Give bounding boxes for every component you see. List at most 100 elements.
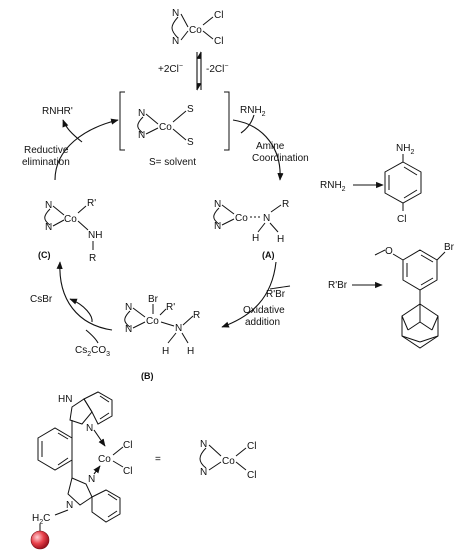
atom-n: N: [200, 467, 207, 478]
double-bond: [107, 510, 118, 518]
adamantyl-aryl-bromide-structure: Br O: [374, 242, 455, 349]
supported-catalyst-structure: HN N Co Cl Cl N N H2C: [30, 391, 132, 550]
atom-cl: Cl: [214, 36, 223, 47]
dative-arrow-lower: [93, 465, 101, 475]
reagent-rbr-mid: R'Br: [266, 289, 286, 300]
atom-cl: Cl: [214, 10, 223, 21]
double-bond: [57, 432, 69, 440]
co-cl-bond: [235, 461, 247, 471]
chloroaniline-structure: NH2 Cl: [384, 143, 422, 225]
atom-n: N: [88, 474, 95, 485]
atom-n: N: [200, 439, 207, 450]
o-methyl-bond: [374, 249, 386, 256]
atom-r: R: [282, 199, 289, 210]
atom-n: N: [138, 108, 145, 119]
chelate-arc: [44, 208, 51, 226]
atom-n: N: [263, 213, 270, 224]
imidazole-ring-lower: [67, 477, 93, 506]
n-h-bond: [181, 332, 189, 344]
atom-n: N: [66, 500, 73, 511]
compound-label-b: (B): [141, 371, 154, 381]
atom-br: Br: [148, 294, 159, 305]
reductive-elimination-label-1: Reductive: [24, 145, 69, 156]
chelate-arc: [199, 447, 207, 469]
atom-o: O: [385, 246, 393, 257]
atom-n: N: [172, 8, 179, 19]
solvent-note: S= solvent: [149, 157, 196, 168]
cycle-arrow-base: [56, 261, 113, 331]
oxidative-addition-label-1: Oxidative: [243, 305, 285, 316]
atom-nh2: NH2: [396, 143, 414, 156]
simplified-cocl2: N N Co Cl Cl: [199, 439, 256, 481]
atom-h: H: [162, 346, 169, 357]
c-br-bond: [436, 251, 446, 261]
n-co-bond: [221, 204, 235, 215]
atom-n: N: [214, 199, 221, 210]
reagent-rbr-right: R'Br: [328, 280, 348, 291]
n-co-bond: [208, 444, 222, 457]
remove-chloride-label: -2Cl−: [206, 63, 228, 75]
cage-bond: [401, 335, 421, 343]
atom-s: S: [187, 137, 194, 148]
atom-nh: NH: [88, 230, 102, 241]
atom-co: Co: [146, 316, 159, 327]
precatalyst-cocl2: N N Co Cl Cl: [171, 8, 223, 47]
double-bond: [420, 254, 434, 263]
atom-r: R: [193, 310, 200, 321]
add-chloride-label: +2Cl−: [158, 63, 183, 75]
polymer-support-bead-icon: [30, 530, 50, 550]
n-co-bond: [180, 13, 189, 28]
double-bond: [403, 189, 418, 199]
n-h-bond: [269, 222, 279, 233]
solvated-complex: N N Co S S: [119, 91, 230, 151]
bracket-left: [119, 91, 125, 151]
amine-coordination-label-1: Amine: [256, 141, 285, 152]
cycle-arrow-amine-coordination: [232, 119, 284, 181]
dative-arrow-upper: [93, 429, 106, 447]
rnh2-definition: RNH2 NH2 Cl: [320, 143, 422, 225]
reagent-in-rnh2: [240, 114, 255, 134]
cage-bond: [401, 315, 409, 331]
rbr-definition: R'Br Br O: [328, 242, 455, 349]
double-bond: [403, 166, 418, 176]
atom-r-prime: R': [87, 198, 96, 209]
n-co-bond: [145, 127, 159, 135]
byproduct-csbr: CsBr: [30, 294, 53, 305]
cage-bond: [407, 321, 421, 331]
n-r-bond: [270, 204, 282, 213]
co-cl-bond: [202, 30, 214, 40]
chelate-arc: [213, 207, 220, 225]
atom-r: R: [89, 253, 96, 264]
atom-cl: Cl: [123, 440, 132, 451]
imidazole-ring-upper: [69, 398, 93, 425]
n-r-bond: [182, 315, 194, 326]
oxidative-addition-label-2: addition: [245, 317, 280, 328]
n-co-bond: [221, 218, 235, 226]
reductive-elimination-label-2: elimination: [22, 157, 70, 168]
equilibrium-arrows: +2Cl− -2Cl−: [158, 51, 228, 91]
cycle-arrow-oxidative-addition: [221, 261, 277, 328]
atom-cl: Cl: [247, 441, 256, 452]
co-s-bond: [172, 128, 187, 141]
atom-cl: Cl: [123, 466, 132, 477]
compound-label-c: (C): [38, 250, 51, 260]
atom-n: N: [214, 221, 221, 232]
benzo-ring-lower: [91, 489, 121, 523]
adamantane-cage: [401, 303, 439, 349]
chelate-arc: [171, 16, 179, 39]
atom-r-prime: R': [166, 302, 175, 313]
cage-bond: [419, 321, 433, 331]
equals-sign: =: [155, 454, 161, 465]
chelate-arc: [124, 310, 131, 328]
atom-n: N: [172, 36, 179, 47]
co-cl-bond: [112, 446, 124, 456]
cycle-arrow-reductive-elimination: [54, 118, 119, 181]
atom-n: N: [125, 302, 132, 313]
n-co-bond: [145, 113, 159, 125]
reagent-rnh2-top: RNH2: [240, 105, 266, 118]
reagent-cs2co3: Cs2CO3: [75, 345, 110, 358]
n-co-bond: [180, 30, 189, 41]
co-cl-bond: [202, 16, 214, 26]
atom-co: Co: [222, 456, 235, 467]
atom-n: N: [125, 324, 132, 335]
